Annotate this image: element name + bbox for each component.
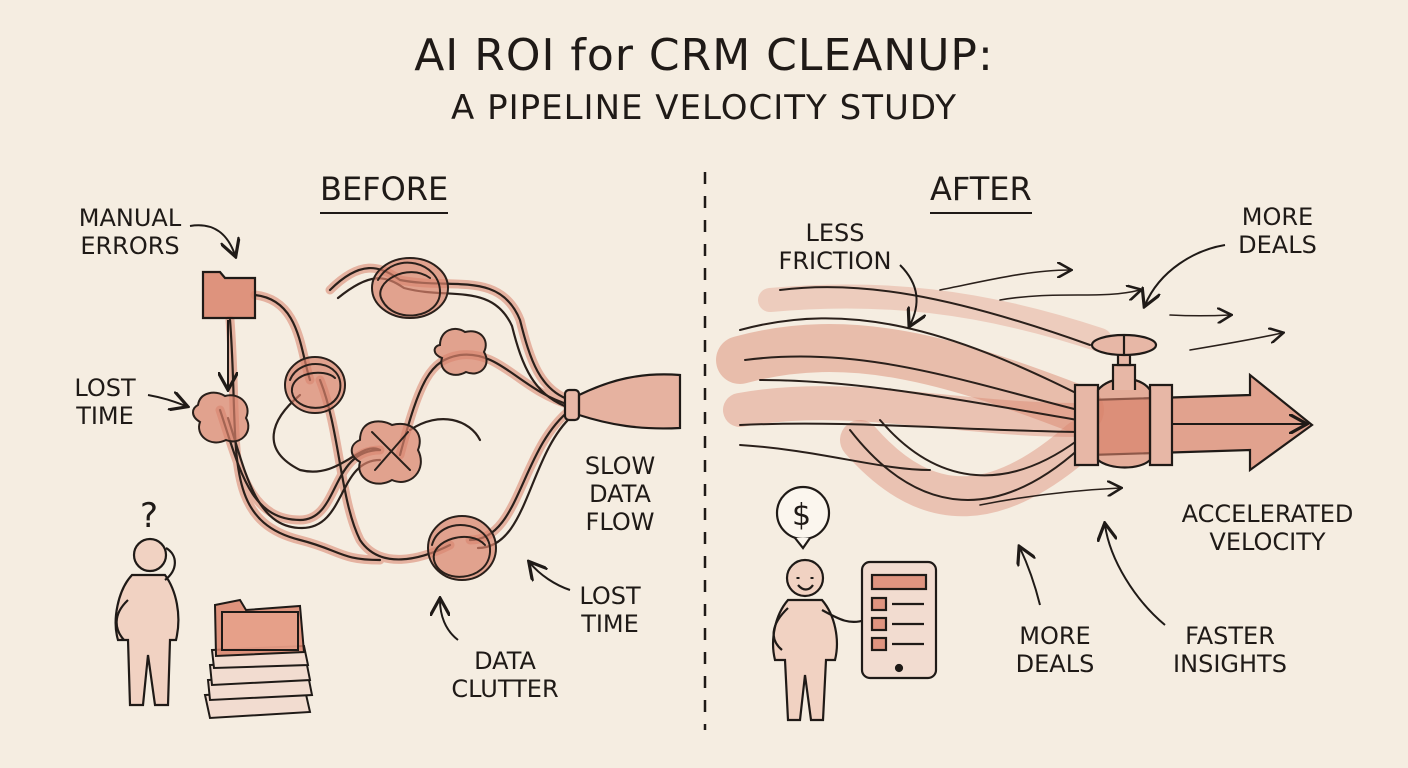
label-lost-time-left: LOST TIME	[74, 374, 136, 430]
arrow-faster-insights	[1105, 525, 1166, 626]
folder-icon	[201, 270, 257, 388]
page-title: AI ROI for CRM CLEANUP:	[414, 30, 994, 81]
confused-person-icon	[114, 537, 180, 707]
tablet-icon	[860, 560, 938, 680]
tangled-pipeline	[192, 257, 682, 581]
label-faster-insights: FASTER INSIGHTS	[1173, 622, 1287, 678]
label-less-friction: LESS FRICTION	[778, 219, 892, 275]
knot-top	[371, 257, 449, 319]
label-data-clutter: DATA CLUTTER	[451, 647, 559, 703]
label-slow-data-flow: SLOW DATA FLOW	[584, 452, 656, 536]
svg-text:$: $	[792, 498, 811, 533]
knot-center	[350, 420, 422, 485]
knot-middle	[284, 356, 346, 414]
label-more-deals-bottom: MORE DEALS	[1015, 622, 1095, 678]
label-more-deals-top: MORE DEALS	[1238, 203, 1317, 259]
after-heading: AFTER	[930, 170, 1032, 214]
clog-right	[433, 327, 488, 376]
knot-bottom	[427, 515, 497, 581]
arrow-data-clutter	[440, 600, 459, 641]
dollar-sign-icon: $	[775, 485, 831, 550]
question-mark-icon: ?	[140, 496, 158, 536]
smooth-flow	[716, 270, 1282, 517]
label-manual-errors: MANUAL ERRORS	[78, 204, 182, 260]
pipe-icon	[1073, 372, 1314, 473]
arrow-lost-time-bottom	[530, 563, 571, 591]
before-heading: BEFORE	[320, 170, 449, 214]
valve-icon	[1090, 333, 1158, 390]
label-lost-time-bottom: LOST TIME	[579, 582, 641, 638]
happy-person-icon	[772, 558, 866, 722]
label-accelerated-velocity: ACCELERATED VELOCITY	[1181, 500, 1354, 556]
file-stack-icon	[203, 598, 314, 720]
clog-left	[192, 391, 250, 444]
arrow-manual-errors	[189, 224, 235, 255]
arrow-lost-time-left	[147, 395, 186, 406]
arrow-more-deals-bottom	[1020, 548, 1041, 606]
arrow-more-deals-top	[1145, 244, 1226, 305]
arrow-less-friction	[899, 264, 917, 325]
page-subtitle: A PIPELINE VELOCITY STUDY	[451, 88, 957, 128]
